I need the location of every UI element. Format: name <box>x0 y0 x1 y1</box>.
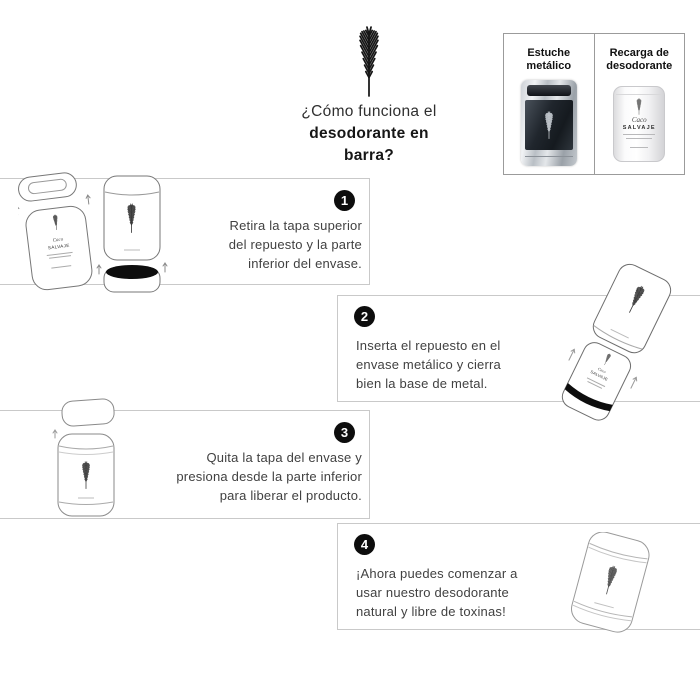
legend-label-case: Estuche metálico <box>526 47 572 72</box>
step-1-illustration: Caco SALVAJE <box>18 172 168 293</box>
step-4-badge: 4 <box>354 534 375 555</box>
case-base-drawing <box>96 175 168 293</box>
black-base-opening <box>106 265 158 279</box>
step-3-badge: 3 <box>334 422 355 443</box>
step-2-illustration: Caco SALVAJE <box>561 263 672 421</box>
title-line-1: ¿Cómo funciona el <box>301 103 437 120</box>
step-1-line-1: Retira la tapa superior <box>229 218 362 233</box>
refill-open-drawing: Caco SALVAJE <box>18 172 93 291</box>
step-4-text: ¡Ahora puedes comenzar a usar nuestro de… <box>356 564 518 621</box>
step-3-text: Quita la tapa del envase y presiona desd… <box>176 448 362 505</box>
tin-brand-name: SALVAJE <box>622 125 656 131</box>
tin-label-line <box>623 134 656 135</box>
page-title: ¿Cómo funciona el desodorante en barra? <box>258 101 480 167</box>
step-4-illustration <box>571 532 650 633</box>
insert-refill-drawing: Caco SALVAJE <box>561 263 672 421</box>
step-3-line-2: presiona desde la parte inferior <box>176 469 362 484</box>
cap-drawing <box>61 398 115 427</box>
refill-brand-label: SALVAJE <box>48 243 70 251</box>
case-panel <box>524 100 573 150</box>
title-line-2: desodorante en <box>309 125 429 142</box>
finished-deodorant-drawing <box>571 532 650 633</box>
step-2-line-2: envase metálico y cierra <box>356 357 501 372</box>
step-3-line-3: para liberar el producto. <box>219 488 362 503</box>
tin-label-line <box>626 138 653 139</box>
tin-seam <box>616 94 663 95</box>
legend-cell-case: Estuche metálico <box>504 34 594 174</box>
legend-label-refill: Recarga de desodorante <box>606 47 673 72</box>
case-fern-icon <box>544 111 553 140</box>
tin-label-line <box>630 147 649 148</box>
case-seam <box>524 156 573 157</box>
step-4-line-1: ¡Ahora puedes comenzar a <box>356 566 518 581</box>
step-3-line-1: Quita la tapa del envase y <box>206 450 362 465</box>
refill-script-label: Caco <box>52 237 64 243</box>
step-2-line-1: Inserta el repuesto en el <box>356 338 501 353</box>
legend-cell-refill: Recarga de desodorante Caco SALVAJE <box>593 34 685 174</box>
product-legend: Estuche metálico Recarga de desodorante … <box>503 33 685 175</box>
black-metal-band <box>564 382 613 412</box>
header-fern-icon <box>359 26 379 97</box>
step-4-line-2: usar nuestro desodorante <box>356 585 509 600</box>
refill-label-lines <box>46 251 73 269</box>
removal-arrow-icon <box>52 429 58 439</box>
step-2-line-3: bien la base de metal. <box>356 376 488 391</box>
step-3-illustration <box>52 398 115 517</box>
refill-tin-photo: Caco SALVAJE <box>613 86 666 162</box>
tin-brand-script: Caco <box>631 116 647 124</box>
removal-arrow-icon <box>96 262 168 275</box>
tin-fern-icon <box>636 98 642 115</box>
refill-script-label: Caco <box>597 366 607 374</box>
removal-arrow-icon <box>18 194 91 216</box>
insert-arrow-icon <box>568 348 638 389</box>
step-1-badge: 1 <box>334 190 355 211</box>
step-2-text: Inserta el repuesto en el envase metálic… <box>356 336 501 393</box>
step-1-line-3: inferior del envase. <box>248 256 362 271</box>
step-2-badge: 2 <box>354 306 375 327</box>
case-window <box>526 85 571 96</box>
refill-label-lines <box>586 377 606 389</box>
step-1-text: Retira la tapa superior del repuesto y l… <box>229 216 362 273</box>
step-4-line-3: natural y libre de toxinas! <box>356 604 506 619</box>
step-1-line-2: del repuesto y la parte <box>228 237 362 252</box>
title-line-3: barra? <box>343 147 395 164</box>
metal-case-photo <box>520 80 577 166</box>
